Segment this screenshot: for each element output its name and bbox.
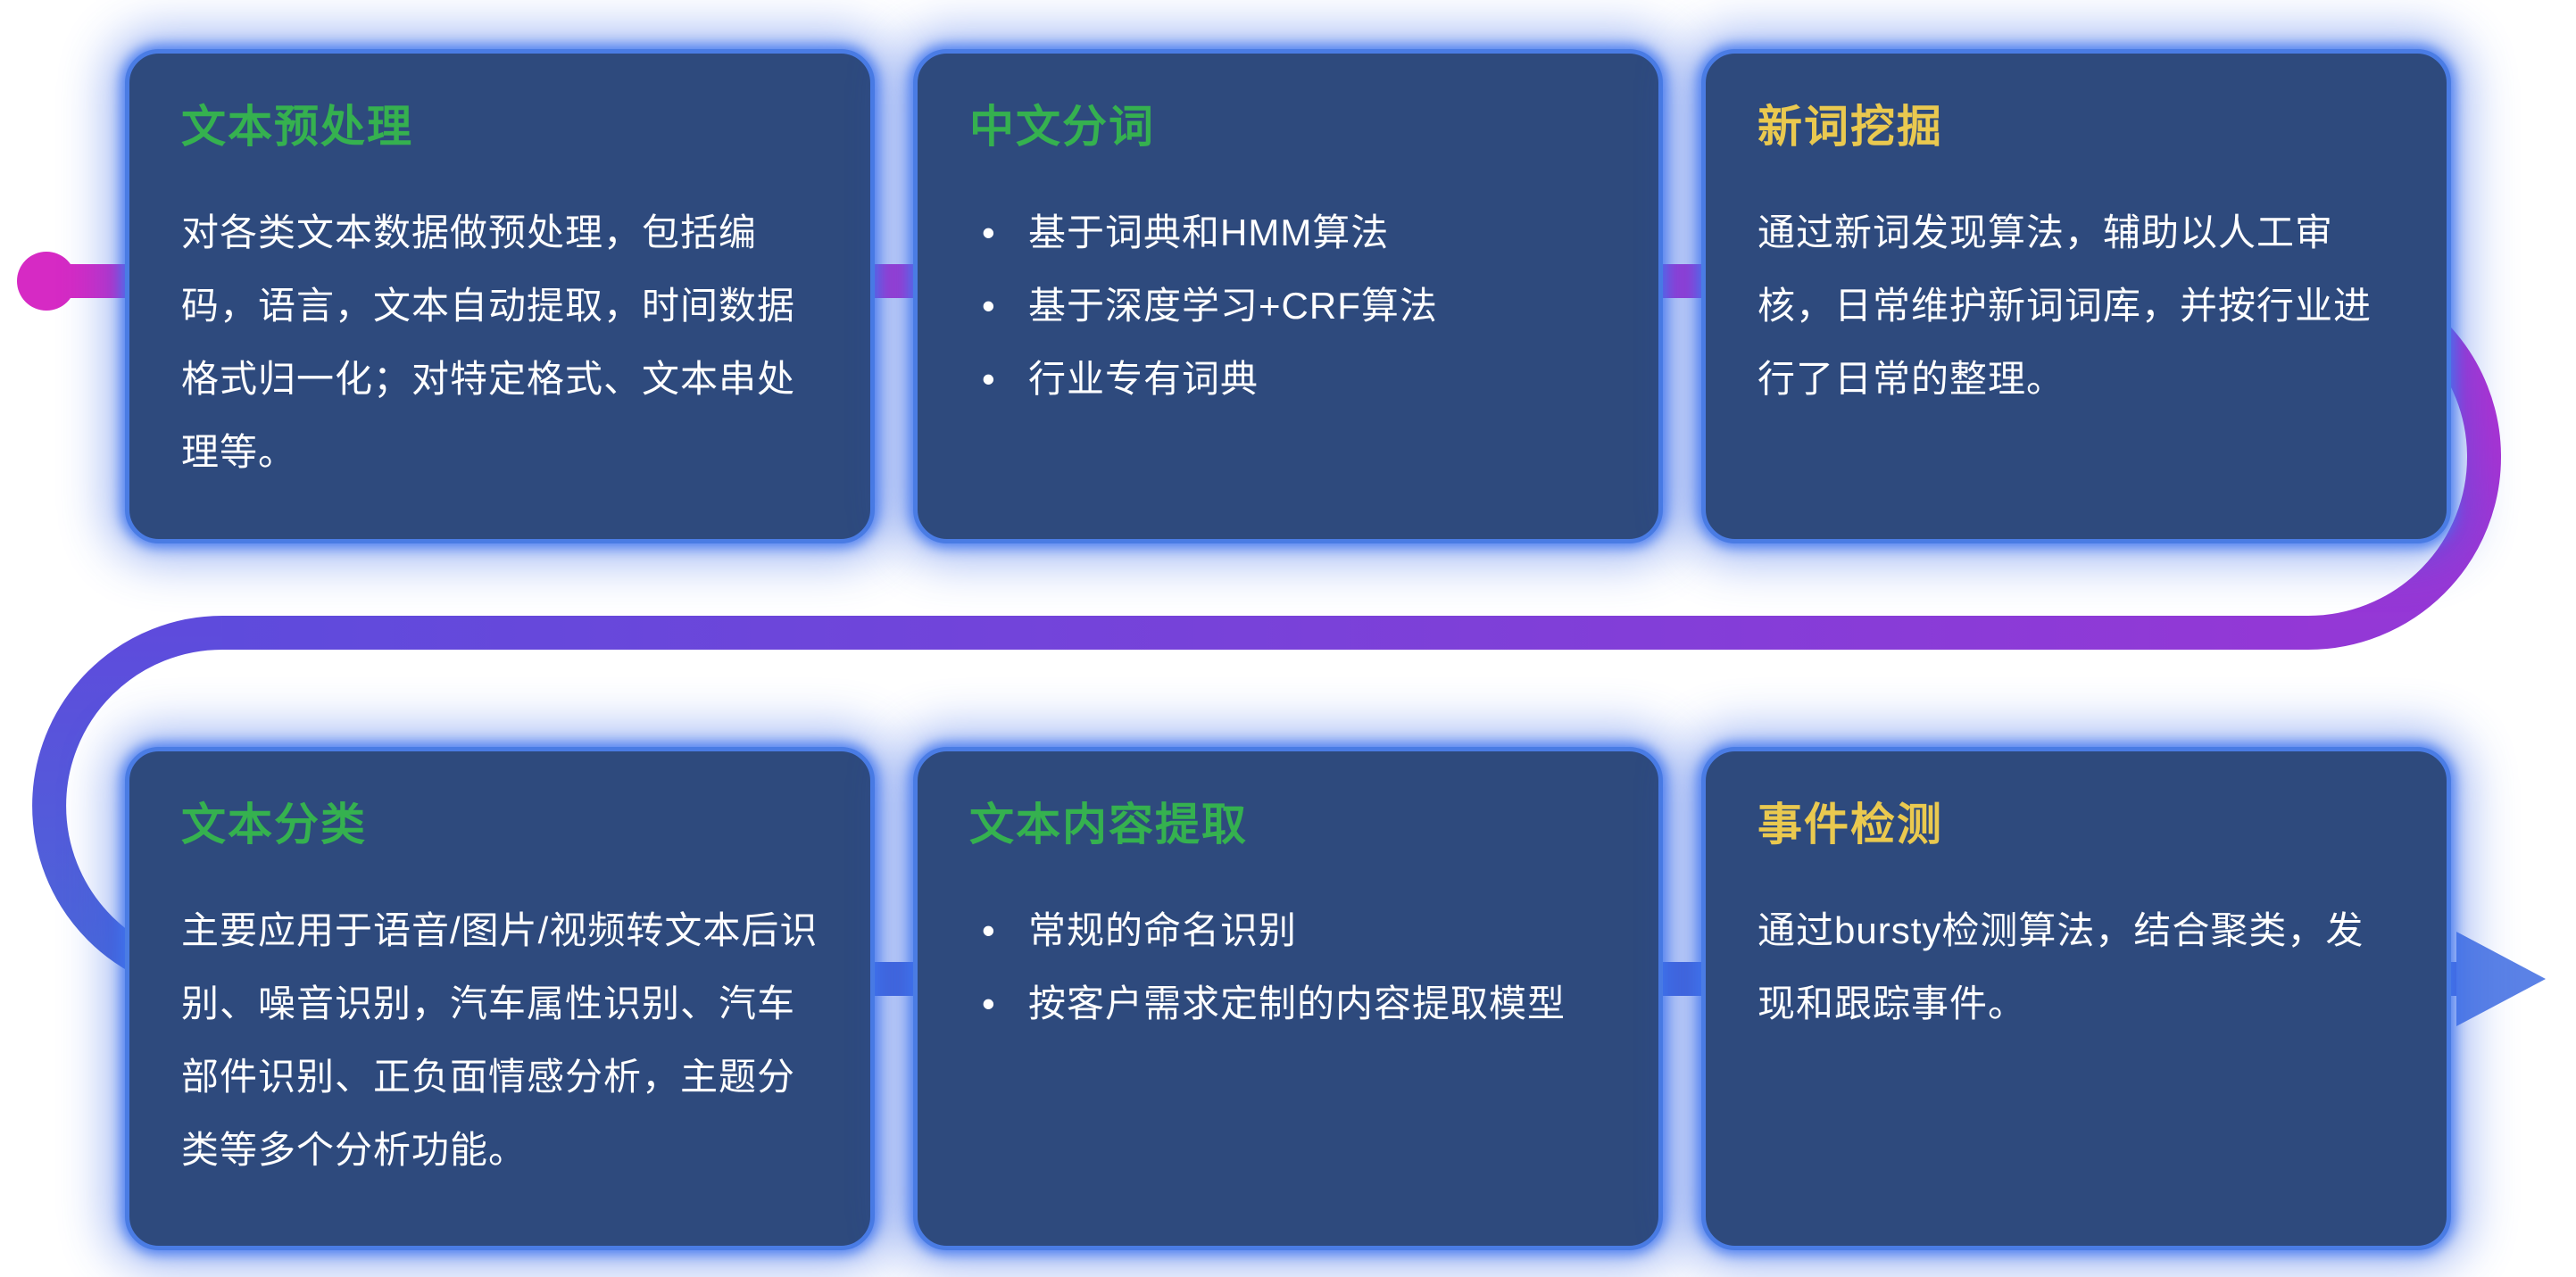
card-body: 通过新词发现算法，辅助以人工审核，日常维护新词词库，并按行业进行了日常的整理。 bbox=[1757, 211, 2372, 400]
card-body: 对各类文本数据做预处理，包括编码，语言，文本自动提取，时间数据格式归一化；对特定… bbox=[181, 211, 796, 473]
bullet-list: 常规的命名识别 按客户需求定制的内容提取模型 bbox=[969, 894, 1607, 1041]
bullet-item: 按客户需求定制的内容提取模型 bbox=[969, 967, 1607, 1041]
card-body: 通过bursty检测算法，结合聚类，发现和跟踪事件。 bbox=[1757, 909, 2364, 1024]
card-title: 中文分词 bbox=[969, 102, 1155, 152]
card-title: 文本分类 bbox=[181, 800, 367, 850]
card-title: 新词挖掘 bbox=[1757, 102, 1943, 152]
flow-end-arrow-icon bbox=[2456, 932, 2546, 1026]
card-title: 文本预处理 bbox=[181, 102, 413, 152]
card-text-content-extraction: 文本内容提取 常规的命名识别 按客户需求定制的内容提取模型 bbox=[913, 747, 1663, 1250]
bullet-item: 基于深度学习+CRF算法 bbox=[969, 269, 1607, 343]
card-title: 文本内容提取 bbox=[969, 800, 1248, 850]
bullet-item: 基于词典和HMM算法 bbox=[969, 196, 1607, 269]
card-text-preprocessing: 文本预处理 对各类文本数据做预处理，包括编码，语言，文本自动提取，时间数据格式归… bbox=[125, 49, 875, 543]
card-body: 主要应用于语音/图片/视频转文本后识别、噪音识别，汽车属性识别、汽车部件识别、正… bbox=[181, 909, 819, 1171]
card-chinese-word-segmentation: 中文分词 基于词典和HMM算法 基于深度学习+CRF算法 行业专有词典 bbox=[913, 49, 1663, 543]
card-title: 事件检测 bbox=[1757, 800, 1943, 850]
card-text-classification: 文本分类 主要应用于语音/图片/视频转文本后识别、噪音识别，汽车属性识别、汽车部… bbox=[125, 747, 875, 1250]
bullet-item: 行业专有词典 bbox=[969, 343, 1607, 416]
card-event-detection: 事件检测 通过bursty检测算法，结合聚类，发现和跟踪事件。 bbox=[1701, 747, 2451, 1250]
bullet-list: 基于词典和HMM算法 基于深度学习+CRF算法 行业专有词典 bbox=[969, 196, 1607, 416]
card-new-word-mining: 新词挖掘 通过新词发现算法，辅助以人工审核，日常维护新词词库，并按行业进行了日常… bbox=[1701, 49, 2451, 543]
bullet-item: 常规的命名识别 bbox=[969, 894, 1607, 967]
